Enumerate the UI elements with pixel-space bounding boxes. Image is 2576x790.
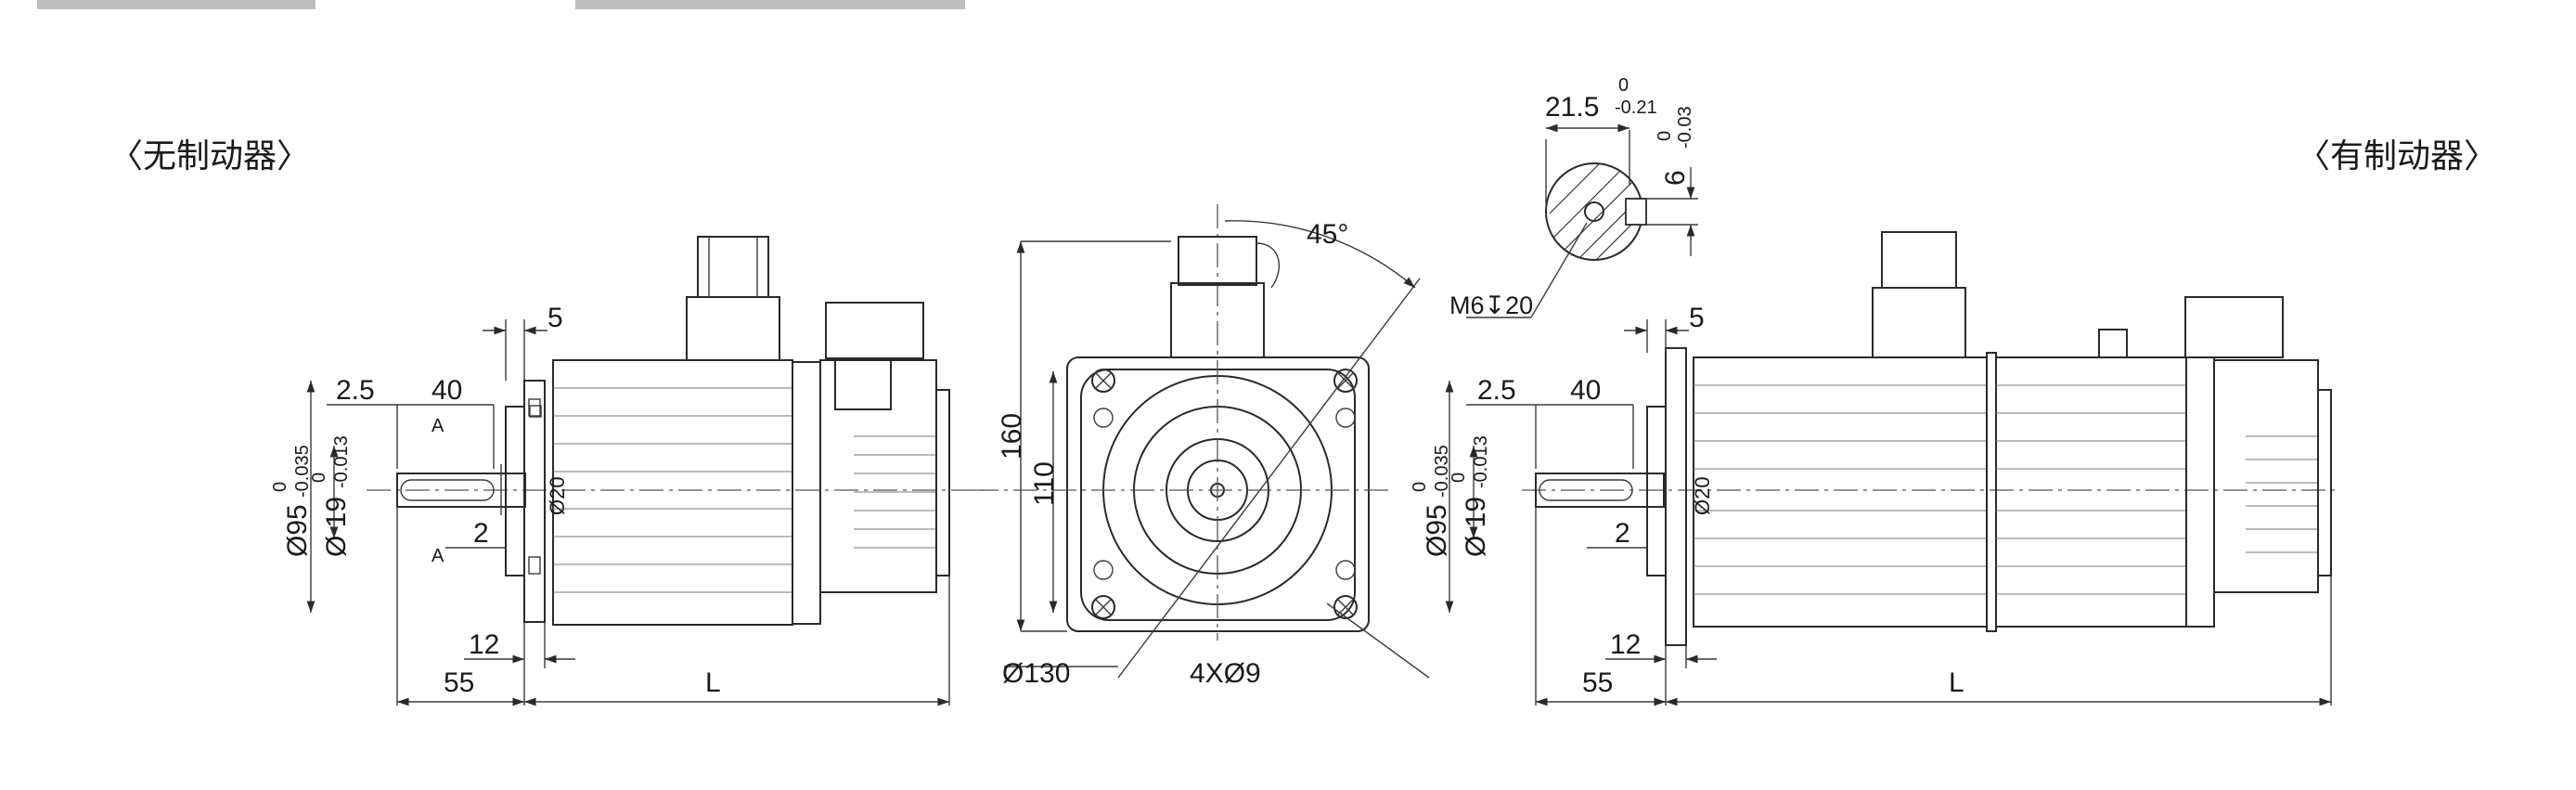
dim-key-width-tol-upper: 0 xyxy=(1655,131,1675,141)
end-cap xyxy=(792,361,821,625)
dim-shaft-diameter: Ø 19 0 -0.013 xyxy=(309,435,352,557)
dim-section-width-tol-lower: -0.21 xyxy=(1615,97,1657,118)
brake-body xyxy=(1995,356,2187,628)
dim-key-length-brake: 40 xyxy=(1570,375,1601,406)
connector-cable xyxy=(1256,242,1280,289)
dim-body-length-brake: L xyxy=(1949,667,1964,698)
side-view-brake: 5 2.5 40 Ø95 0 -0.035 Ø 19 0 -0.013 2 Ø2… xyxy=(1410,231,2338,706)
motor-body-brake xyxy=(1693,356,1988,628)
svg-text:0: 0 xyxy=(309,473,329,483)
dim-key-offset-brake: 2.5 xyxy=(1477,375,1516,406)
power-connector-brake xyxy=(1881,231,1957,289)
spigot xyxy=(505,406,525,576)
flange-tab-bottom xyxy=(528,556,541,575)
encoder-cover xyxy=(819,359,937,593)
shaft-brake xyxy=(1535,473,1665,508)
dim-angle: 45° xyxy=(1307,219,1348,250)
dim-key-depth: 2 xyxy=(473,518,489,549)
encoder-connector xyxy=(825,302,924,359)
flange-marker xyxy=(529,405,542,418)
dim-key-width-tol-lower: -0.03 xyxy=(1675,106,1695,149)
section-detail: 21.5 0 -0.21 6 0 -0.03 M6↧20 xyxy=(1449,75,1698,319)
svg-text:Ø95: Ø95 xyxy=(282,504,313,557)
brake-fins xyxy=(1996,384,2186,595)
dim-spigot-brake: 12 xyxy=(1610,629,1641,660)
dim-pcd: Ø130 xyxy=(1002,658,1070,689)
flange-brake xyxy=(1665,347,1687,646)
dim-bore-brake: Ø20 xyxy=(1691,476,1714,515)
cropped-header-graphic xyxy=(37,0,965,9)
body-divider xyxy=(1986,352,1997,632)
svg-text:-0.013: -0.013 xyxy=(1471,435,1491,488)
shaft-key xyxy=(400,479,495,501)
rear-cap-brake xyxy=(2317,389,2332,576)
body-fins-brake xyxy=(1694,384,1987,595)
dim-flange-thickness-brake: 5 xyxy=(1689,303,1705,333)
svg-text:-0.035: -0.035 xyxy=(1432,445,1452,498)
shaft-key-brake xyxy=(1539,479,1633,501)
encoder-fins-brake xyxy=(2246,435,2318,553)
dim-key-offset: 2.5 xyxy=(336,375,375,406)
svg-text:-0.035: -0.035 xyxy=(292,445,313,498)
power-connector-base-brake xyxy=(1872,287,1966,358)
dim-spigot: 12 xyxy=(469,629,499,660)
brake-connector xyxy=(2098,329,2128,358)
dim-section-width: 21.5 xyxy=(1545,92,1599,123)
dim-shaft-length-brake: 55 xyxy=(1582,667,1613,698)
dim-thread: M6↧20 xyxy=(1449,291,1533,319)
label-with-brake: 〈有制动器〉 xyxy=(2297,137,2497,175)
dim-flange-diameter-brake: Ø95 0 -0.035 xyxy=(1410,445,1452,557)
power-connector xyxy=(697,236,769,298)
dim-flange-diameter: Ø95 0 -0.035 xyxy=(270,445,313,557)
front-view: 45° 160 110 Ø130 4XØ9 xyxy=(974,204,1430,689)
svg-text:0: 0 xyxy=(1449,473,1469,483)
svg-text:Ø95: Ø95 xyxy=(1422,504,1452,557)
encoder-housing xyxy=(834,357,892,410)
side-view-no-brake: 5 2.5 40 A A Ø95 0 -0.035 Ø 19 0 -0.013 … xyxy=(270,236,984,706)
label-without-brake: 〈无制动器〉 xyxy=(109,137,310,175)
svg-text:Ø 19: Ø 19 xyxy=(1461,497,1491,557)
front-connector-base xyxy=(1170,282,1265,358)
section-mark-top: A xyxy=(431,416,444,436)
dim-flange-thickness: 5 xyxy=(547,303,563,333)
motor-body xyxy=(552,359,793,626)
front-connector xyxy=(1178,236,1257,286)
dim-shaft-diameter-brake: Ø 19 0 -0.013 xyxy=(1449,435,1491,557)
power-connector-base xyxy=(686,296,780,361)
svg-text:0: 0 xyxy=(1410,482,1430,492)
encoder-cover-brake xyxy=(2213,359,2319,593)
thread-hole xyxy=(1584,201,1604,222)
mount-holes xyxy=(1091,369,1358,619)
dim-bore: Ø20 xyxy=(546,476,569,515)
dim-key-width: 6 xyxy=(1660,170,1691,186)
keyway xyxy=(1625,198,1647,226)
svg-text:-0.013: -0.013 xyxy=(331,435,352,488)
encoder-connector-brake xyxy=(2184,296,2284,358)
dim-section-width-tol-upper: 0 xyxy=(1618,75,1629,96)
svg-text:0: 0 xyxy=(270,482,290,492)
encoder-fins xyxy=(854,435,936,549)
flange xyxy=(523,380,546,623)
end-cap-brake xyxy=(2185,356,2215,628)
rear-cap xyxy=(935,389,950,576)
dim-shaft-length: 55 xyxy=(444,667,474,698)
dim-height-outer: 160 xyxy=(997,413,1027,460)
section-mark-bottom: A xyxy=(431,546,444,566)
svg-text:Ø 19: Ø 19 xyxy=(321,497,352,557)
flange-tab-top xyxy=(528,398,541,417)
dim-height-inner: 110 xyxy=(1029,461,1060,506)
dim-body-length: L xyxy=(705,667,721,698)
dim-holes: 4XØ9 xyxy=(1190,658,1261,689)
dim-key-depth-brake: 2 xyxy=(1615,518,1630,549)
body-fins xyxy=(553,387,792,593)
dim-key-length: 40 xyxy=(431,375,462,406)
